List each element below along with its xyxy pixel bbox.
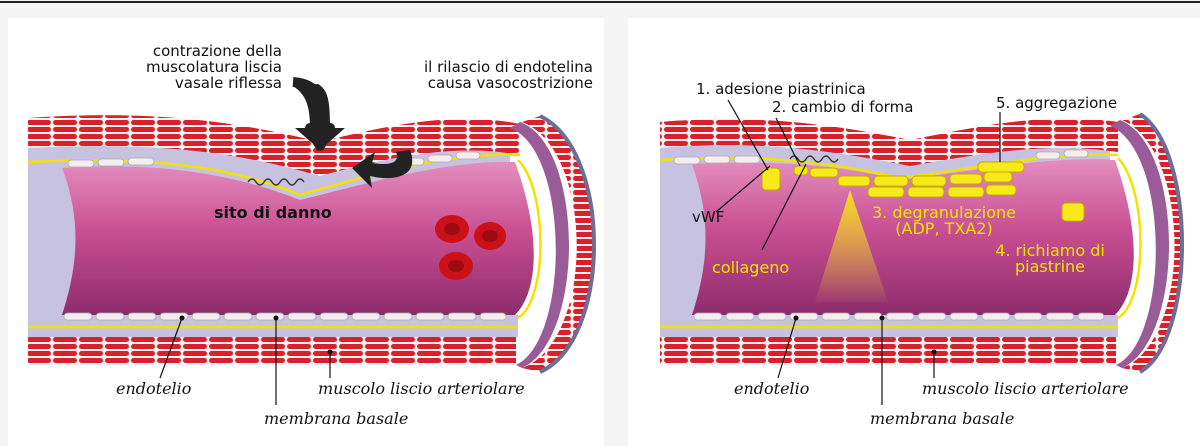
basement-membrane-label: membrana basale xyxy=(264,409,408,428)
vwf-label: vWF xyxy=(692,208,724,226)
contraction-label-line-3: vasale riflessa xyxy=(175,74,282,92)
left-lower-smooth-muscle xyxy=(28,337,516,365)
right-smooth-muscle-label: muscolo liscio arteriolare xyxy=(922,379,1129,398)
step1-label: 1. adesione piastrinica xyxy=(696,80,866,98)
left-panel: contrazione della muscolatura liscia vas… xyxy=(8,18,604,446)
right-panel: 1. adesione piastrinica 2. cambio di for… xyxy=(628,18,1200,446)
damage-site-label: sito di danno xyxy=(214,203,332,222)
step3-label-line-2: (ADP, TXA2) xyxy=(895,219,992,238)
step5-label: 5. aggregazione xyxy=(996,94,1117,112)
right-endothelium-label: endotelio xyxy=(734,379,809,398)
endothelin-label-line-2: causa vasocostrizione xyxy=(428,74,593,92)
smooth-muscle-label: muscolo liscio arteriolare xyxy=(318,379,525,398)
endothelium-label: endotelio xyxy=(116,379,191,398)
collagen-label: collageno xyxy=(712,258,789,277)
right-basement-membrane-label: membrana basale xyxy=(870,409,1014,428)
step4-label-line-2: piastrine xyxy=(1015,257,1085,276)
right-lower-smooth-muscle xyxy=(660,337,1116,365)
step2-label: 2. cambio di forma xyxy=(772,98,913,116)
